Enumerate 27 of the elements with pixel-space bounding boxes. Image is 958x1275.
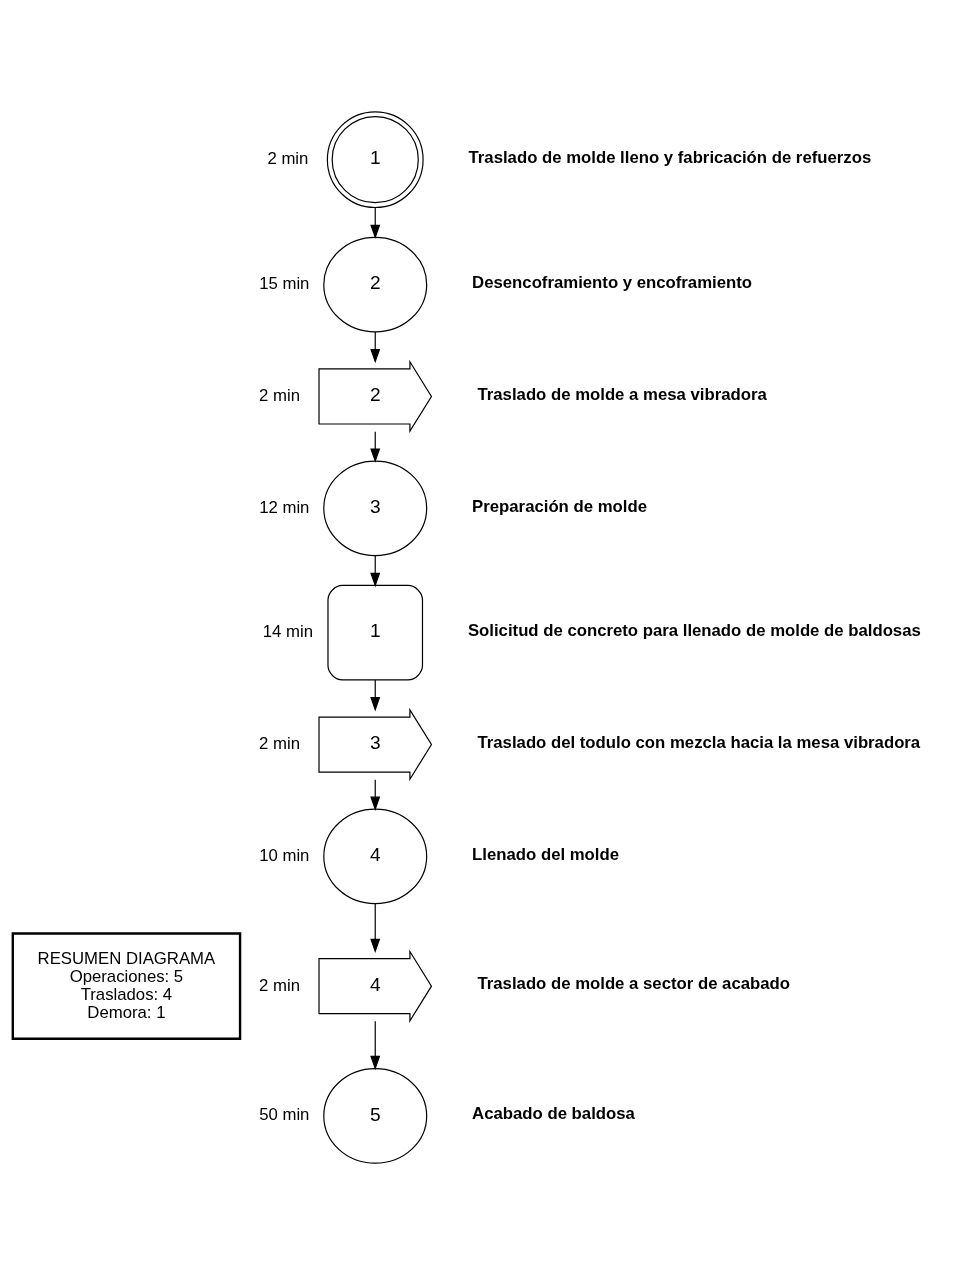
node-circle: 1 [326, 111, 424, 209]
node-label: Traslado de molde a mesa vibradora [477, 384, 767, 404]
node-label: Traslado de molde a sector de acabado [477, 974, 790, 994]
node-circle: 5 [323, 1068, 428, 1164]
node-label: Llenado del molde [472, 844, 620, 864]
node-circle: 3 [323, 460, 428, 557]
arrow [370, 1020, 381, 1071]
node-label: Traslado de molde lleno y fabricación de refuerzos [468, 147, 872, 167]
node-label: Desencoframiento y encoframiento [472, 272, 753, 292]
node-label: 10 min [259, 845, 310, 865]
node-circle: 4 [323, 808, 428, 905]
node-box: RESUMEN DIAGRAMA Operaciones: 5 Traslados: 4 Demora: 1 [11, 932, 242, 1040]
node-label: 2 min [267, 149, 309, 169]
node-label: Acabado de baldosa [472, 1104, 635, 1124]
node-label: 2 min [259, 385, 300, 405]
node-label: Solicitud de concreto para llenado de molde de baldosas [467, 620, 921, 640]
arrow [370, 903, 381, 954]
node-label: 2 min [259, 733, 300, 753]
node-label: Preparación de molde [472, 496, 647, 516]
node-label: 2 min [259, 975, 300, 995]
node-label: 12 min [259, 497, 310, 517]
node-label: 50 min [259, 1105, 310, 1125]
node-label: Traslado del todulo con mezcla hacia la mesa vibradora [477, 732, 921, 752]
node-box: 1 [327, 584, 424, 681]
node-label: 15 min [259, 274, 310, 294]
node-circle: 2 [323, 236, 428, 333]
node-label: 14 min [262, 622, 314, 642]
